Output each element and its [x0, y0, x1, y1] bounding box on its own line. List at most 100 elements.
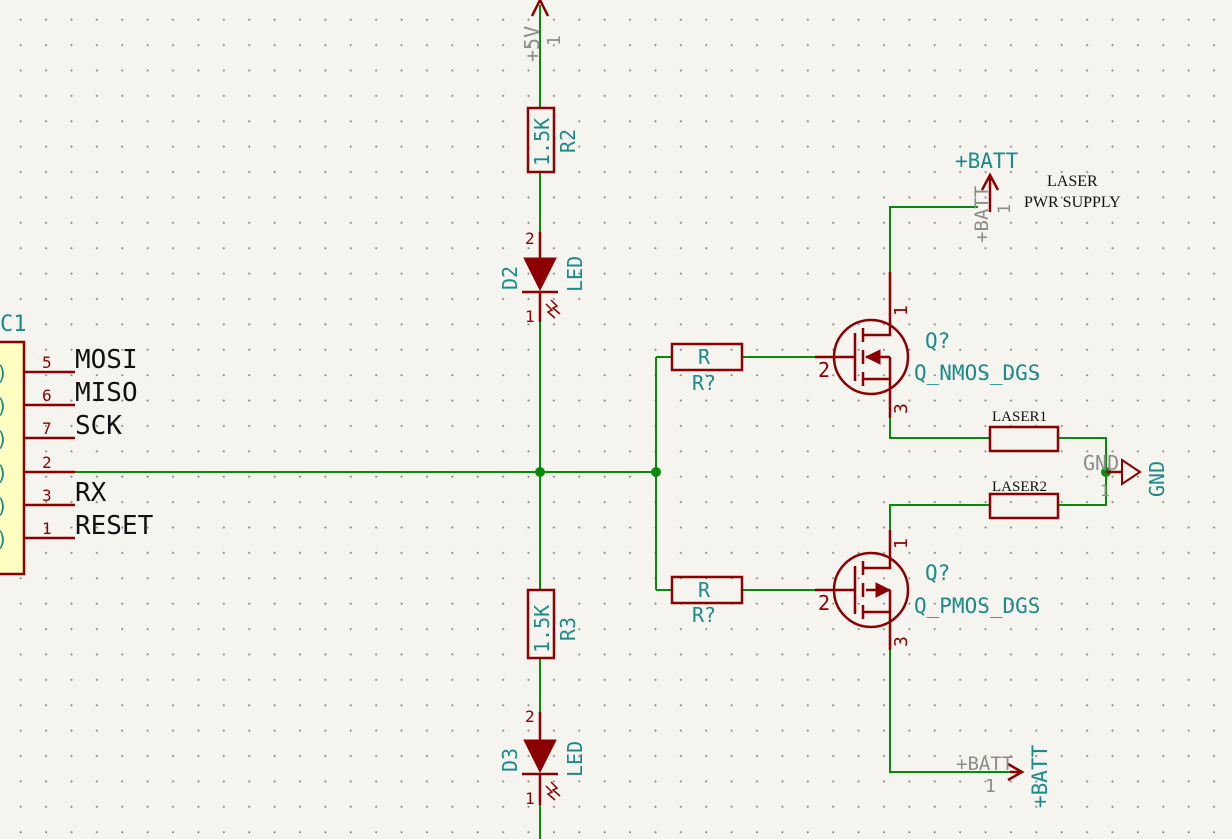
resistor-r-bottom-body: [670, 575, 744, 605]
transistor-nmos-arrow: [864, 349, 881, 365]
power-5v[interactable]: +5V 1: [520, 0, 565, 62]
connector-pin-glyph: ): [0, 494, 8, 518]
led-d3-light-icon: [545, 781, 561, 801]
wire-nmos-to-laser1: [889, 418, 990, 439]
load-laser2-body: [988, 492, 1060, 520]
transistor-nmos-value: Q_NMOS_DGS: [914, 361, 1040, 385]
resistor-r3-value: 1.5K: [530, 605, 554, 653]
resistor-r-bottom[interactable]: R R?: [670, 575, 744, 627]
connector-pin-name-miso: MISO: [75, 378, 138, 408]
laser-supply-note: LASER PWR SUPPLY: [1024, 173, 1121, 211]
connector-pin-glyph: ): [0, 361, 8, 385]
transistor-pmos-value: Q_PMOS_DGS: [914, 594, 1040, 618]
led-d3-pin-top: 2: [525, 707, 535, 726]
resistor-r3-body: [526, 588, 556, 660]
connector-pin-number: 2: [42, 453, 52, 472]
laser-supply-note-line2: PWR SUPPLY: [1024, 194, 1121, 211]
connector-pin-glyph: ): [0, 527, 8, 551]
resistor-r2-ref: R2: [556, 129, 580, 153]
connector-pin-number: 1: [42, 519, 52, 538]
connector-pin-number: 7: [42, 419, 52, 438]
transistor-nmos-source: [863, 377, 892, 418]
power-batt-bottom-label: +BATT: [1028, 744, 1052, 808]
connector-pin-glyph: ): [0, 394, 8, 418]
transistor-nmos-ref: Q?: [925, 329, 950, 353]
junction-dot: [651, 467, 661, 477]
power-gnd-label: GND: [1145, 461, 1169, 497]
led-d2-value: LED: [563, 256, 587, 292]
led-d2-triangle: [523, 257, 557, 292]
load-laser2[interactable]: LASER2: [988, 479, 1060, 520]
power-gnd-symbol: [1121, 458, 1142, 486]
laser-supply-note-line1: LASER: [1047, 173, 1098, 190]
led-d2-pin-bottom: 1: [525, 307, 535, 326]
transistor-pmos-arrow: [875, 582, 892, 598]
connector-pin-number: 5: [42, 353, 52, 372]
power-batt-bottom-arrow: [1007, 762, 1025, 782]
resistor-r3[interactable]: 1.5K R3: [526, 588, 580, 660]
power-5v-label: +5V: [520, 26, 544, 62]
transistor-pmos-drain: [863, 530, 892, 570]
power-batt-top[interactable]: +BATT +BATT 1: [955, 149, 1019, 243]
transistor-pmos-pin2: 2: [818, 591, 830, 615]
led-d2[interactable]: 2 1 D2 LED: [498, 229, 587, 326]
led-d2-light-icon: [545, 299, 561, 319]
wire-pmos-to-batt: [889, 650, 1010, 773]
led-d3[interactable]: 2 1 D3 LED: [498, 707, 587, 808]
connector-pin-name-mosi: MOSI: [75, 345, 138, 375]
resistor-r2[interactable]: 1.5K R2: [526, 106, 580, 174]
resistor-r-top-body: [670, 342, 744, 372]
wire-batt-top: [889, 206, 978, 272]
transistor-pmos-source: [863, 610, 892, 650]
wire-laser2-to-pmos: [889, 504, 990, 530]
connector-pin-glyph: ): [0, 427, 8, 451]
transistor-pmos[interactable]: 1 2 3 Q? Q_PMOS_DGS: [815, 530, 1040, 650]
led-d2-pin-top: 2: [525, 229, 535, 248]
resistor-r2-body: [526, 106, 556, 174]
connector-ref: C1: [0, 312, 27, 337]
transistor-pmos-pin3: 3: [891, 636, 912, 647]
transistor-nmos-drain: [863, 272, 892, 337]
connector-pin-number: 3: [42, 486, 52, 505]
resistor-r3-ref: R3: [556, 617, 580, 641]
transistor-nmos[interactable]: 1 2 3 Q? Q_NMOS_DGS: [815, 272, 1040, 418]
power-batt-bottom-pin-name: +BATT: [956, 753, 1013, 775]
transistor-pmos-ref: Q?: [925, 561, 950, 585]
resistor-r-top-ref: R?: [692, 371, 716, 395]
transistor-nmos-pin3: 3: [891, 403, 912, 414]
led-d2-ref: D2: [498, 266, 522, 290]
resistor-r-bottom-ref: R?: [692, 603, 716, 627]
power-gnd[interactable]: GND 1 GND: [1083, 451, 1169, 500]
junction-dot: [535, 467, 545, 477]
transistor-nmos-pin2: 2: [818, 358, 830, 382]
load-laser1[interactable]: LASER1: [988, 409, 1060, 453]
power-batt-bottom-pin: 1: [985, 776, 996, 797]
connector-pin-name-reset: RESET: [75, 511, 154, 541]
power-batt-bottom[interactable]: +BATT 1 +BATT: [956, 744, 1052, 808]
led-d3-pin-bottom: 1: [525, 789, 535, 808]
connector-c1[interactable]: C1 ) ) ) ) ) ) 5 6 7 2 3 1 MOSI MISO SCK…: [0, 312, 154, 576]
load-laser2-label: LASER2: [992, 479, 1047, 495]
resistor-r-top[interactable]: R R?: [670, 342, 744, 395]
transistor-nmos-pin1: 1: [891, 305, 912, 316]
power-batt-top-arrow: [980, 172, 1000, 191]
connector-pin-name-sck: SCK: [75, 411, 122, 441]
led-d3-ref: D3: [498, 748, 522, 772]
load-laser1-label: LASER1: [992, 409, 1047, 425]
power-5v-pin: 1: [544, 35, 565, 46]
resistor-r-top-value: R: [698, 345, 711, 369]
transistor-pmos-pin1: 1: [891, 538, 912, 549]
power-batt-top-pin: 1: [995, 204, 1015, 214]
connector-pin-name-rx: RX: [75, 478, 107, 508]
resistor-r-bottom-value: R: [698, 578, 711, 602]
connector-pin-list: ) ) ) ) ) ) 5 6 7 2 3 1 MOSI MISO SCK RX…: [0, 345, 154, 551]
resistor-r2-value: 1.5K: [530, 118, 554, 166]
led-d3-triangle: [523, 739, 557, 774]
power-batt-top-label: +BATT: [955, 149, 1019, 173]
connector-body: [0, 340, 26, 576]
power-batt-top-pin-name: +BATT: [971, 186, 993, 243]
connector-pin-number: 6: [42, 386, 52, 405]
power-gnd-pin: 1: [1100, 481, 1110, 500]
load-laser1-body: [988, 425, 1060, 453]
